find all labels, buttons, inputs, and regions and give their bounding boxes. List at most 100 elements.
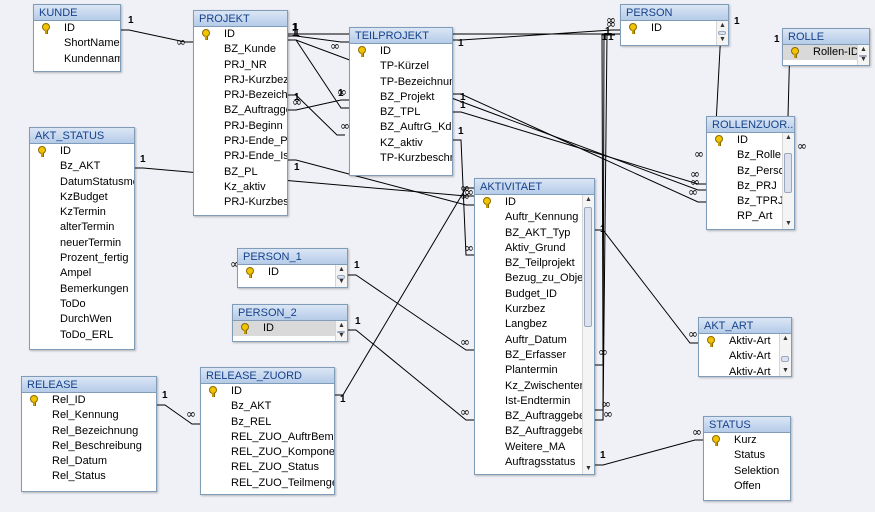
scroll-thumb[interactable] <box>781 356 789 362</box>
field-rel-zuo-komponente[interactable]: REL_ZUO_Komponente <box>201 445 334 460</box>
field-id[interactable]: ID <box>34 21 120 36</box>
vertical-scrollbar[interactable]: ▲▼ <box>782 133 794 229</box>
table-person[interactable]: PERSON ID ▲▼ <box>620 4 729 46</box>
relationship-line[interactable] <box>595 229 698 344</box>
field-shortname[interactable]: ShortName <box>34 36 120 51</box>
field-aktiv-art[interactable]: Aktiv-Art <box>699 349 791 364</box>
table-rolle[interactable]: ROLLE Rollen-ID ▲▼ <box>782 28 870 66</box>
field-id[interactable]: ID <box>621 21 728 36</box>
relationship[interactable]: 1∞ <box>288 22 349 53</box>
field-auftragsstatus[interactable]: Auftragsstatus <box>475 455 594 470</box>
field-rel-status[interactable]: Rel_Status <box>22 469 156 484</box>
field-prj-kurzbez[interactable]: PRJ-Kurzbez <box>194 73 287 88</box>
scroll-up-icon[interactable]: ▲ <box>338 322 345 329</box>
vertical-scrollbar[interactable]: ▲▼ <box>335 265 347 287</box>
field-id[interactable]: ID <box>30 144 134 159</box>
scroll-down-icon[interactable]: ▼ <box>338 278 345 285</box>
relationship-line[interactable] <box>288 99 349 111</box>
relationship-line[interactable] <box>288 159 474 206</box>
relationship[interactable]: 1∞ <box>453 100 706 185</box>
relationship-line[interactable] <box>157 404 200 425</box>
scroll-up-icon[interactable]: ▲ <box>338 266 345 273</box>
field-aktiv-grund[interactable]: Aktiv_Grund <box>475 241 594 256</box>
field-prj-bezeichnung[interactable]: PRJ-Bezeichnung <box>194 88 287 103</box>
relationship-line[interactable] <box>288 39 706 191</box>
field-id[interactable]: ID <box>238 265 347 280</box>
scroll-down-icon[interactable]: ▼ <box>860 56 867 63</box>
vertical-scrollbar[interactable]: ▲▼ <box>582 195 594 474</box>
relationship-line[interactable] <box>335 187 474 396</box>
scroll-thumb[interactable] <box>584 207 592 327</box>
field-datumstatusmeldung[interactable]: DatumStatusmeldung <box>30 175 134 190</box>
field-rel-id[interactable]: Rel_ID <box>22 393 156 408</box>
field-rel-beschreibung[interactable]: Rel_Beschreibung <box>22 439 156 454</box>
field-rel-zuo-status[interactable]: REL_ZUO_Status <box>201 460 334 475</box>
scroll-thumb[interactable] <box>718 31 726 35</box>
relationship[interactable]: 1∞ <box>288 17 620 35</box>
field-id[interactable]: ID <box>233 321 347 337</box>
field-prj-beginn[interactable]: PRJ-Beginn <box>194 119 287 134</box>
field-auftr-kennung[interactable]: Auftr_Kennung <box>475 210 594 225</box>
field-budget-id[interactable]: Budget_ID <box>475 287 594 302</box>
field-rollen-id[interactable]: Rollen-ID <box>783 45 869 61</box>
field-bz-akt[interactable]: Bz_AKT <box>201 399 334 414</box>
field-bz-auftraggeber[interactable]: BZ_Auftraggeber <box>475 409 594 424</box>
field-rp-art[interactable]: RP_Art <box>707 209 794 224</box>
field-prj-nr[interactable]: PRJ_NR <box>194 58 287 73</box>
relationship-line[interactable] <box>595 34 615 421</box>
relationship[interactable]: 1∞ <box>288 28 706 191</box>
field-prj-ende-plan[interactable]: PRJ-Ende_Plan <box>194 134 287 149</box>
field-status[interactable]: Status <box>704 448 790 463</box>
field-altertermin[interactable]: alterTermin <box>30 220 134 235</box>
scroll-down-icon[interactable]: ▼ <box>338 332 345 339</box>
relationship-line[interactable] <box>595 439 703 466</box>
field-selektion[interactable]: Selektion <box>704 464 790 479</box>
table-person-1[interactable]: PERSON_1 ID ▲▼ <box>237 248 348 288</box>
field-tp-bezeichnung[interactable]: TP-Bezeichnung <box>350 75 452 90</box>
scroll-down-icon[interactable]: ▼ <box>785 220 792 227</box>
field-tp-k-rzel[interactable]: TP-Kürzel <box>350 59 452 74</box>
relationship[interactable]: 1∞ <box>595 425 703 466</box>
vertical-scrollbar[interactable]: ▲▼ <box>779 334 791 376</box>
field-todo[interactable]: ToDo <box>30 297 134 312</box>
field-rel-kennung[interactable]: Rel_Kennung <box>22 408 156 423</box>
field-aktiv-art[interactable]: Aktiv-Art <box>699 334 791 349</box>
relationship[interactable]: 1∞ <box>453 13 620 49</box>
relationship[interactable]: 1∞ <box>595 32 615 421</box>
relationship[interactable]: 1∞ <box>335 185 474 405</box>
field-kurz[interactable]: Kurz <box>704 433 790 448</box>
field-bz-kunde[interactable]: BZ_Kunde <box>194 42 287 57</box>
field-kztermin[interactable]: KzTermin <box>30 205 134 220</box>
relationship[interactable]: 1∞ <box>135 154 474 197</box>
vertical-scrollbar[interactable]: ▲▼ <box>716 21 728 45</box>
field-bezug-zu-objekt[interactable]: Bezug_zu_Objekt <box>475 271 594 286</box>
relationship-line[interactable] <box>288 35 349 43</box>
scroll-up-icon[interactable]: ▲ <box>860 46 867 53</box>
relationship[interactable]: 1∞ <box>288 92 350 136</box>
scroll-thumb[interactable] <box>784 153 792 193</box>
scroll-down-icon[interactable]: ▼ <box>585 465 592 472</box>
field-kz-aktiv[interactable]: Kz_aktiv <box>194 180 287 195</box>
relationship-line[interactable] <box>453 139 474 256</box>
table-kunde[interactable]: KUNDE IDShortNameKundenname <box>33 4 121 72</box>
field-kzbudget[interactable]: KzBudget <box>30 190 134 205</box>
field-bz-projekt[interactable]: BZ_Projekt <box>350 90 452 105</box>
relationship[interactable]: 1∞ <box>288 159 474 206</box>
relationship-line[interactable] <box>348 329 474 421</box>
relationship[interactable]: 1∞ <box>288 88 349 111</box>
table-akt-status[interactable]: AKT_STATUS IDBz_AKTDatumStatusmeldungKzB… <box>29 127 135 350</box>
scroll-up-icon[interactable]: ▲ <box>585 196 592 203</box>
field-bz-prj[interactable]: Bz_PRJ <box>707 179 794 194</box>
relationship[interactable]: 1∞ <box>595 32 610 366</box>
field-bz-auftrg-kd[interactable]: BZ_AuftrG_Kd <box>350 120 452 135</box>
relationship-line[interactable] <box>135 167 474 197</box>
field-bz-auftraggeber-kd[interactable]: BZ_Auftraggeber_Kd <box>475 424 594 439</box>
field-plantermin[interactable]: Plantermin <box>475 363 594 378</box>
scroll-down-icon[interactable]: ▼ <box>719 36 726 43</box>
field-bemerkungen[interactable]: Bemerkungen <box>30 282 134 297</box>
table-teilprojekt[interactable]: TEILPROJEKT IDTP-KürzelTP-BezeichnungBZ_… <box>349 27 453 176</box>
